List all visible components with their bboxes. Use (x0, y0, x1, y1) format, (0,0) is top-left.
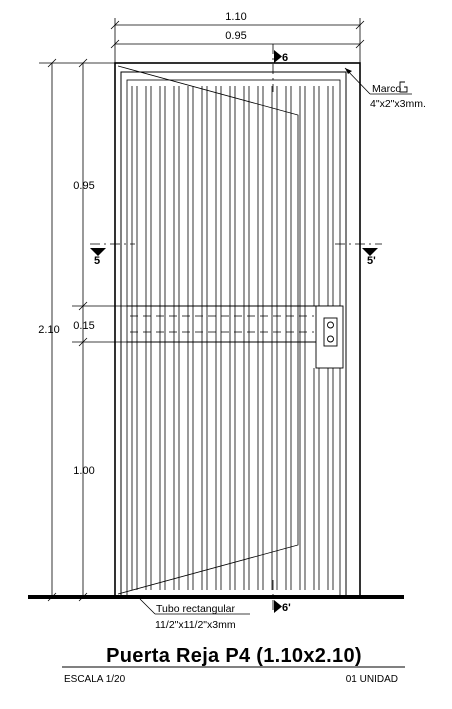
section-arrow-icons (90, 50, 378, 613)
horizontal-band (127, 305, 340, 343)
section-top-label: 6 (282, 52, 288, 64)
section-left-label: 5 (94, 255, 100, 267)
swing-line (117, 65, 299, 595)
lower-height-label: 1.00 (73, 465, 94, 477)
upper-height-label: 0.95 (73, 180, 94, 192)
tube-leader (139, 598, 250, 615)
tube-spec: 11/2"x11/2"x3mm (155, 619, 236, 631)
drawing-title: Puerta Reja P4 (1.10x2.10) (106, 645, 362, 667)
lock-box (315, 305, 344, 369)
left-dimensions (39, 58, 130, 602)
frame-spec: 4"x2"x3mm. (370, 98, 426, 110)
scale-label: ESCALA 1/20 (64, 674, 126, 685)
ground-line (28, 595, 404, 599)
section-right-label: 5' (367, 255, 376, 267)
total-width-label: 1.10 (225, 11, 246, 23)
band-height-label: 0.15 (73, 320, 94, 332)
section-bottom-label: 6' (282, 602, 291, 614)
channel-profile-icon (399, 81, 408, 93)
leaf-width-label: 0.95 (225, 30, 246, 42)
quantity-label: 01 UNIDAD (346, 674, 398, 685)
frame-leader-arrow-icon (345, 68, 352, 74)
vertical-bars (131, 86, 334, 590)
tube-label: Tubo rectangular (156, 603, 235, 615)
top-dimensions (110, 18, 365, 68)
total-height-label: 2.10 (38, 324, 59, 336)
frame-label: Marco (372, 83, 401, 95)
